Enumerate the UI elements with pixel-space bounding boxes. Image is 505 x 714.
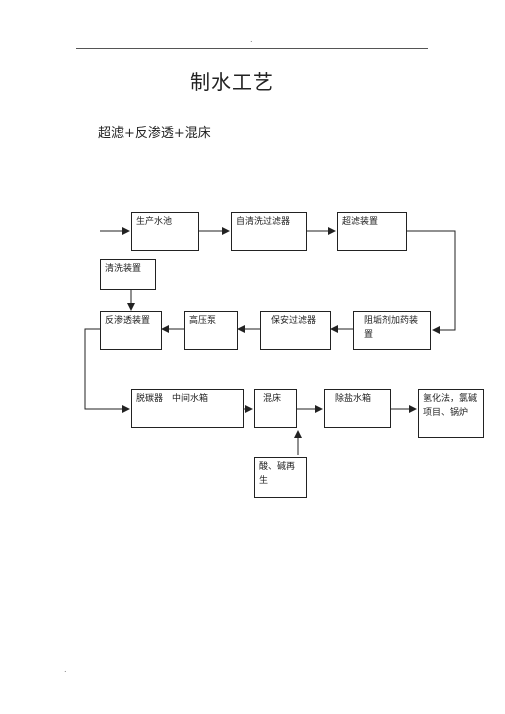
node-label: 保安过滤器	[271, 316, 317, 326]
node-production-pool: 生产水池	[131, 212, 199, 251]
node-label: 生产水池	[136, 217, 173, 227]
node-cleaning-device: 清洗装置	[100, 259, 156, 290]
node-label: 阻垢剂加药装置	[364, 316, 419, 340]
node-consumers: 氢化法，氯碱项目、锅炉	[418, 389, 484, 438]
node-reverse-osmosis: 反渗透装置	[100, 311, 162, 350]
uf-to-dosing-arrow	[407, 230, 456, 334]
node-decarbonizer-tank: 脱碳器 中间水箱	[131, 389, 244, 428]
page-title: 制水工艺	[190, 70, 274, 94]
node-high-pressure-pump: 高压泵	[184, 311, 238, 350]
node-acid-alkali-regen: 酸、碱再生	[254, 457, 307, 498]
node-label: 氢化法，氯碱项目、锅炉	[423, 394, 478, 418]
node-label: 超滤装置	[342, 217, 379, 227]
node-ultrafiltration: 超滤装置	[337, 212, 407, 251]
node-label: 除盐水箱	[335, 394, 372, 404]
process-subtitle: 超滤+反渗透+混床	[98, 126, 211, 141]
node-self-cleaning-filter: 自清洗过滤器	[231, 212, 307, 251]
header-mark: .	[250, 35, 253, 44]
footer-mark: .	[64, 665, 67, 674]
ro-to-decarbonizer-arrow	[84, 328, 130, 413]
node-label: 反渗透装置	[105, 316, 151, 326]
node-label: 脱碳器 中间水箱	[136, 394, 209, 404]
node-mixed-bed: 混床	[254, 389, 297, 428]
node-label: 混床	[263, 394, 282, 404]
node-desalted-water-tank: 除盐水箱	[324, 389, 391, 428]
node-scale-inhibitor-dosing: 阻垢剂加药装置	[353, 311, 431, 350]
node-label: 酸、碱再生	[259, 462, 296, 486]
node-security-filter: 保安过滤器	[260, 311, 331, 350]
node-label: 自清洗过滤器	[236, 217, 291, 227]
node-label: 清洗装置	[105, 264, 142, 274]
header-rule	[76, 48, 428, 49]
node-label: 高压泵	[189, 316, 217, 326]
